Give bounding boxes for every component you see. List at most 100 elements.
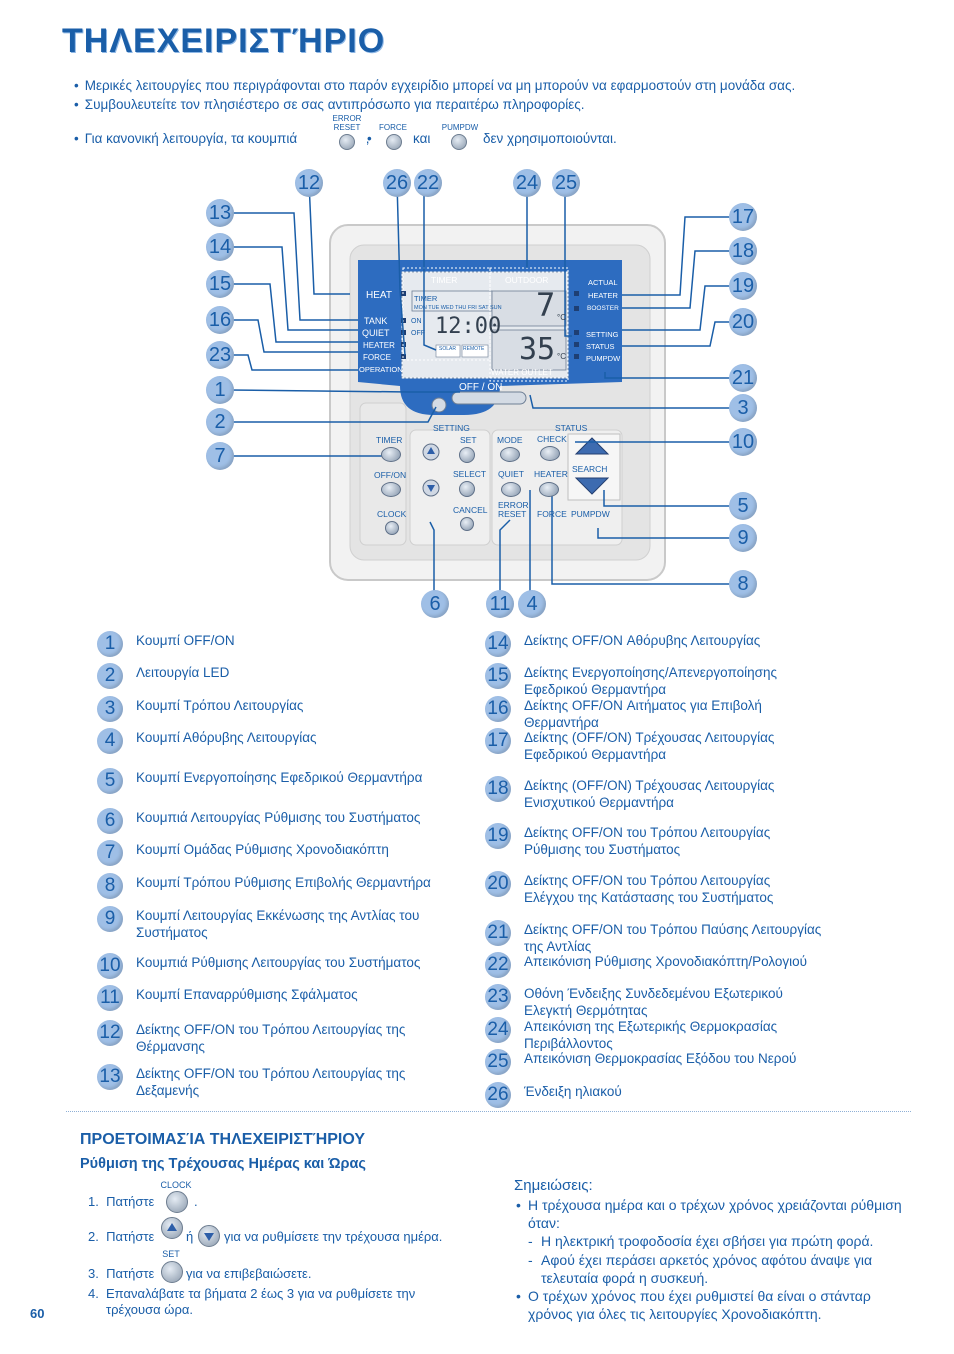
legend-number: 10 xyxy=(97,953,123,979)
remote-force-label: FORCE xyxy=(363,353,391,362)
legend-text: Δείκτης OFF/ON του Τρόπου Λειτουργίας Ρύ… xyxy=(524,825,771,857)
step-4: Επαναλάβατε τα βήματα 2 έως 3 για να ρυθ… xyxy=(106,1286,416,1317)
callout-8: 8 xyxy=(729,570,757,598)
error-reset-mini-button xyxy=(339,134,355,155)
callout-14: 14 xyxy=(206,233,234,261)
mode-button[interactable] xyxy=(500,447,520,462)
legend-text: Δείκτης (OFF/ON) Τρέχουσας Λειτουργίας Ε… xyxy=(524,778,775,810)
legend-text: Δείκτης Ενεργοποίησης/Απενεργοποίησης Εφ… xyxy=(524,665,777,697)
step-2: 2. Πατήστε xyxy=(88,1229,154,1244)
step-3: 3. Πατήστε xyxy=(88,1266,154,1281)
step-3-num: 3. xyxy=(88,1266,99,1281)
legend-text: Δείκτης OFF/ON του Τρόπου Λειτουργίας τη… xyxy=(136,1022,406,1054)
step-2-text-a: Πατήστε xyxy=(106,1229,155,1244)
btn-pumpdw-label: PUMPDW xyxy=(571,509,610,519)
btn-set-label: SET xyxy=(460,435,477,445)
remote-quiet-label: QUIET xyxy=(362,328,390,338)
callout-13: 13 xyxy=(206,199,234,227)
comma: , xyxy=(366,131,370,146)
btn-force-label: FORCE xyxy=(537,509,567,519)
callout-20: 20 xyxy=(729,308,757,336)
intro-bullet-3-post: δεν χρησιμοποιούνται. xyxy=(483,131,617,146)
legend-text: Κουμπί Λειτουργίας Εκκένωσης της Αντλίας… xyxy=(136,908,420,940)
timer-button[interactable] xyxy=(381,447,401,462)
step-1-end: . xyxy=(194,1194,198,1209)
clock-button[interactable] xyxy=(385,521,399,535)
select-button[interactable] xyxy=(459,481,475,497)
lcd-water-unit: °C xyxy=(557,352,566,361)
btn-select-label: SELECT xyxy=(453,469,487,479)
notes-bullet-1: Η τρέχουσα ημέρα και ο τρέχων χρόνος χρε… xyxy=(528,1197,902,1231)
remote-pumpdw-label: PUMPDW xyxy=(586,354,621,363)
callout-15: 15 xyxy=(206,270,234,298)
timer-offon-button[interactable] xyxy=(381,482,401,497)
callout-23: 23 xyxy=(206,341,234,369)
btn-heater-label: HEATER xyxy=(534,469,568,479)
pumpdw-label: PUMPDW xyxy=(441,123,479,132)
legend-text: Κουμπιά Λειτουργίας Ρύθμισης του Συστήμα… xyxy=(136,810,421,825)
section-divider xyxy=(66,1111,911,1112)
notes-dash-1: - xyxy=(528,1233,533,1249)
intro-bullet-3: Για κανονική λειτουργία, τα κουμπιά xyxy=(74,131,297,146)
section-subtitle: Ρύθμιση της Τρέχουσας Ημέρας και Ώρας xyxy=(80,1156,366,1172)
lcd-outdoor-temp: 7 xyxy=(536,286,556,324)
step-2-num: 2. xyxy=(88,1229,99,1244)
callout-26: 26 xyxy=(383,169,411,197)
step-3-end: για να επιβεβαιώσετε. xyxy=(186,1266,312,1281)
heater-button[interactable] xyxy=(539,482,559,497)
callout-11: 11 xyxy=(486,590,514,618)
legend-number: 13 xyxy=(97,1064,123,1090)
legend-text: Κουμπί Ομάδας Ρύθμισης Χρονοδιακόπτη xyxy=(136,842,389,857)
force-mini-button xyxy=(386,134,402,155)
set-button[interactable] xyxy=(459,447,475,463)
legend-number: 4 xyxy=(97,728,123,754)
check-button[interactable] xyxy=(540,446,560,461)
step-2-or: ή xyxy=(186,1229,194,1244)
legend-number: 14 xyxy=(485,631,511,657)
legend-number: 22 xyxy=(485,952,511,978)
legend-number: 21 xyxy=(485,920,511,946)
quiet-button[interactable] xyxy=(501,482,521,497)
page-title: ΤΗΛΕΧΕΙΡΙΣΤΉΡΙΟ xyxy=(62,22,386,60)
btn-quiet-label: QUIET xyxy=(498,469,524,479)
lcd-on: ON xyxy=(411,318,422,325)
intro-bullet-3-pre: Για κανονική λειτουργία, τα κουμπιά xyxy=(84,131,298,146)
force-label: FORCE xyxy=(379,123,407,132)
set-mini-label: SET xyxy=(162,1249,180,1259)
remote-timer-label: TIMER xyxy=(431,275,458,285)
legend-number: 17 xyxy=(485,728,511,754)
btn-offon-label: OFF/ON xyxy=(374,470,407,480)
step-4-num: 4. xyxy=(88,1286,99,1301)
btn-check-label: CHECK xyxy=(537,434,567,444)
notes-heading: Σημειώσεις: xyxy=(514,1177,593,1194)
cancel-button[interactable] xyxy=(460,517,474,531)
callout-10: 10 xyxy=(729,428,757,456)
legend-item-22: 22 Απεικόνιση Ρύθμισης Χρονοδιακόπτη/Ρολο… xyxy=(485,952,824,978)
remote-heater-label: HEATER xyxy=(363,341,395,350)
legend-text: Κουμπί Ενεργοποίησης Εφεδρικού Θερμαντήρ… xyxy=(136,770,423,785)
legend-text: Δείκτης OFF/ON Αιτήματος για Επιβολή Θερ… xyxy=(524,698,762,730)
pumpdw-mini-button xyxy=(451,134,467,155)
remote-diagram xyxy=(227,181,740,600)
clock-mini-label: CLOCK xyxy=(160,1180,192,1190)
remote-outdoor-label: OUTDOOR xyxy=(505,275,549,285)
callout-6: 6 xyxy=(421,590,449,618)
legend-text: Κουμπιά Ρύθμισης Λειτουργίας του Συστήμα… xyxy=(136,955,421,970)
btn-clock-label: CLOCK xyxy=(377,509,407,519)
callout-16: 16 xyxy=(206,306,234,334)
step-1-text: Πατήστε xyxy=(106,1194,155,1209)
legend-text: Απεικόνιση Ρύθμισης Χρονοδιακόπτη/Ρολογι… xyxy=(524,954,808,969)
legend-text: Δείκτης OFF/ON του Τρόπου Παύσης Λειτουρ… xyxy=(524,922,822,954)
remote-actual-label: ACTUAL xyxy=(588,278,618,287)
legend-number: 1 xyxy=(97,631,123,657)
